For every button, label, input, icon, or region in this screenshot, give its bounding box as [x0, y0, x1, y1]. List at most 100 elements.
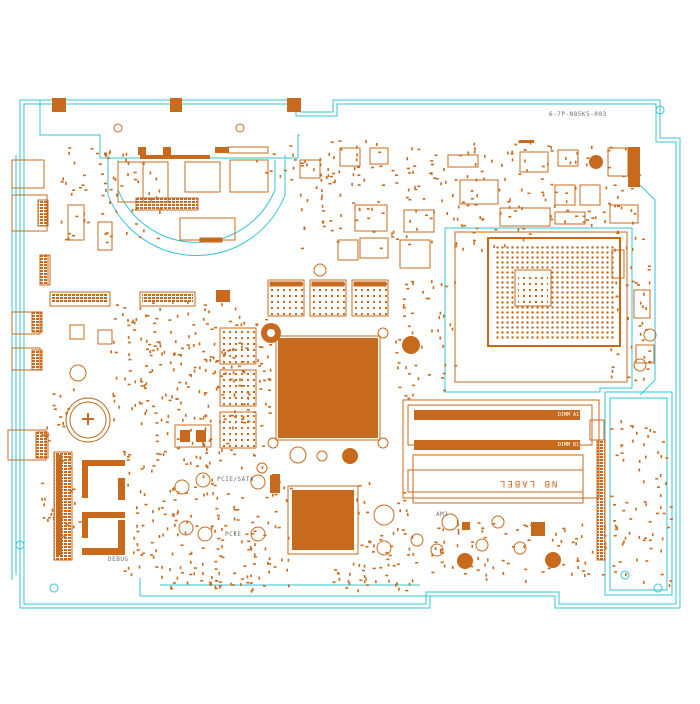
smd-pad — [62, 177, 64, 181]
smd-pad — [83, 212, 86, 216]
smd-pad — [195, 465, 199, 467]
smd-pad — [494, 228, 498, 231]
smd-pad — [162, 533, 164, 537]
smd-pad — [633, 164, 637, 167]
smd-pad — [260, 425, 264, 427]
smd-pad — [217, 537, 221, 540]
smd-pad — [206, 448, 208, 451]
smd-pad — [601, 574, 605, 576]
smd-pad — [613, 504, 616, 506]
smd-pad — [143, 384, 146, 388]
smd-pad — [660, 549, 663, 553]
smd-pad — [290, 178, 294, 181]
smd-pad — [65, 181, 67, 185]
smd-pad — [313, 168, 315, 172]
smd-pad — [614, 571, 617, 573]
smd-pad — [630, 209, 633, 213]
smd-pad — [338, 577, 341, 581]
smd-pad — [473, 150, 476, 154]
smd-pad — [328, 182, 332, 185]
smd-pad — [44, 497, 46, 501]
smd-pad — [110, 350, 112, 354]
smd-pad — [580, 535, 583, 539]
smd-pad — [392, 565, 396, 567]
smd-pad — [523, 545, 525, 549]
smd-pad — [247, 548, 251, 551]
smd-pad — [104, 233, 108, 235]
smd-pad — [126, 456, 130, 458]
smd-pad — [205, 452, 209, 454]
smd-pad — [204, 427, 207, 431]
smd-pad — [159, 210, 161, 214]
smd-pad — [511, 150, 513, 154]
smd-pad — [352, 562, 355, 566]
smd-pad — [186, 386, 190, 388]
smd-pad — [114, 178, 117, 181]
top-connector-tabs — [52, 98, 301, 155]
smd-pad — [397, 362, 401, 364]
smd-pad — [240, 466, 243, 470]
smd-pad — [657, 451, 659, 455]
smd-pad — [189, 573, 193, 576]
smd-pad — [234, 410, 236, 414]
smd-pad — [645, 560, 649, 562]
smd-pad — [242, 385, 246, 387]
smd-pad — [602, 211, 606, 214]
smd-pad — [62, 516, 66, 518]
smd-pad — [123, 452, 126, 456]
smd-pad — [217, 386, 221, 389]
smd-pad — [339, 227, 343, 230]
smd-pad — [591, 145, 593, 149]
smd-pad — [212, 492, 214, 495]
smd-pad — [547, 145, 551, 147]
smd-pad — [546, 554, 550, 557]
smd-pad — [151, 469, 153, 473]
smd-pad — [375, 580, 377, 584]
smd-pad — [128, 370, 132, 372]
smd-pad — [259, 388, 263, 390]
smd-pad — [287, 558, 290, 562]
smd-pad — [150, 197, 153, 201]
smd-pad — [392, 531, 395, 535]
smd-pad — [425, 214, 428, 216]
smd-pad — [446, 212, 449, 215]
smd-pad — [659, 494, 662, 498]
smd-pad — [338, 140, 342, 142]
smd-pad — [239, 378, 241, 382]
smd-pad — [136, 543, 139, 547]
smd-pad — [215, 360, 218, 363]
smd-pad — [407, 554, 411, 556]
smd-pad — [65, 456, 69, 458]
smd-pad — [171, 513, 175, 515]
smd-pad — [639, 301, 642, 305]
smd-pad — [59, 491, 63, 493]
smd-pad — [101, 173, 105, 175]
smd-pad — [443, 389, 446, 392]
smd-pad — [155, 440, 159, 443]
smd-pad — [168, 399, 172, 402]
smd-pad — [441, 199, 443, 203]
smd-pad — [128, 353, 130, 357]
smd-pad — [515, 529, 519, 531]
smd-pad — [161, 352, 163, 356]
smd-pad — [143, 493, 146, 497]
smd-pad — [156, 341, 160, 343]
smd-pad — [411, 331, 414, 335]
smd-pad — [279, 480, 281, 484]
smd-pad — [629, 518, 633, 520]
smd-pad — [233, 393, 236, 397]
smd-pad — [83, 219, 85, 222]
smd-pad — [622, 509, 626, 512]
smd-pad — [138, 236, 142, 239]
smd-pad — [416, 344, 418, 348]
smd-pad — [645, 328, 649, 331]
smd-pad — [427, 297, 431, 300]
smd-pad — [441, 377, 444, 379]
smd-pad — [638, 468, 641, 472]
smd-pad — [395, 238, 399, 240]
smd-pad — [576, 557, 579, 561]
smd-pad — [391, 232, 393, 236]
smd-pad — [493, 244, 495, 248]
smd-pad — [617, 230, 619, 234]
smd-pad — [625, 284, 629, 287]
